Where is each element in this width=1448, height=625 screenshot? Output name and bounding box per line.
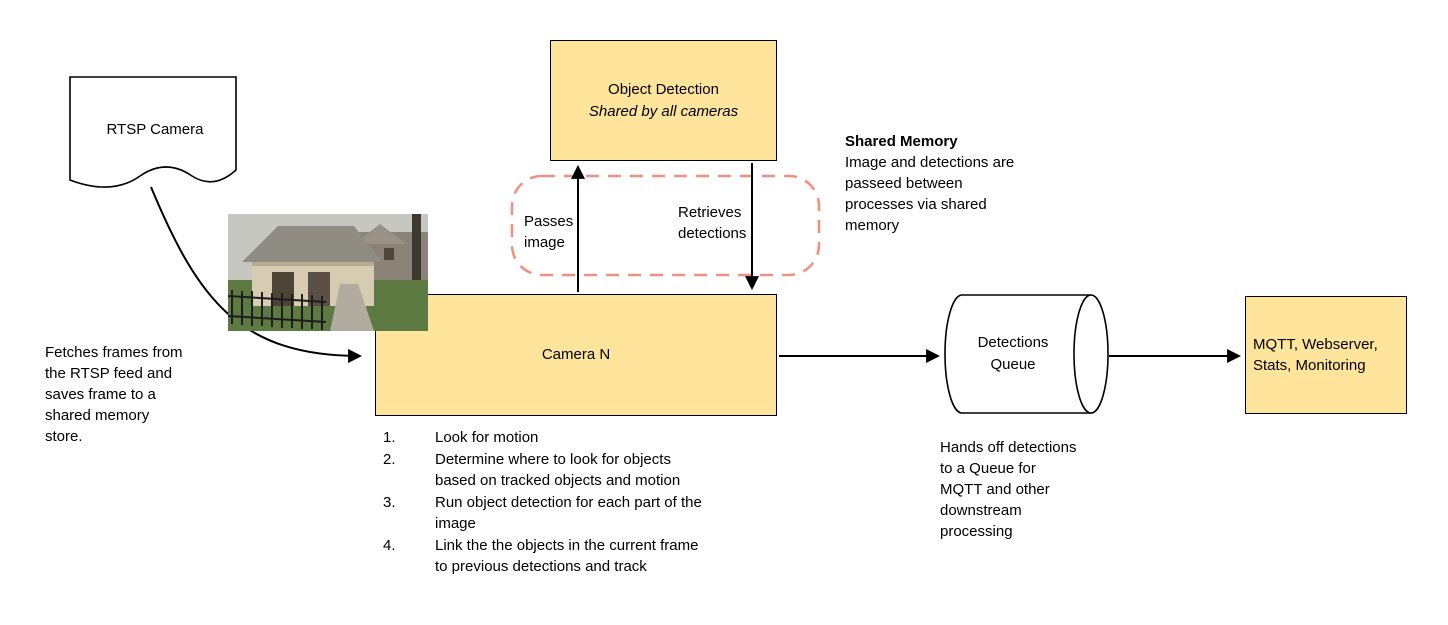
passes-image-label: Passes image <box>524 213 574 251</box>
outputs-label: MQTT, Webserver, Stats, Monitoring <box>1253 336 1378 374</box>
retrieves-detections-label: Retrieves detections <box>678 204 747 242</box>
camera-step: Link the the objects in the current fram… <box>383 535 699 576</box>
camera-n-box: Camera N <box>375 294 777 416</box>
shared-memory-note-body: Image and detections are passeed between… <box>845 154 1015 234</box>
shared-memory-note: Shared Memory Image and detections are p… <box>845 131 1027 236</box>
detections-queue-label: Detections Queue <box>977 334 1049 373</box>
camera-steps-list: Look for motion Determine where to look … <box>383 427 707 578</box>
detections-queue-shape <box>944 294 1109 414</box>
object-detection-subtitle: Shared by all cameras <box>588 102 739 120</box>
shared-memory-boundary <box>510 174 821 277</box>
rtsp-fetch-note: Fetches frames from the RTSP feed and sa… <box>45 344 183 445</box>
shared-memory-note-title: Shared Memory <box>845 133 958 150</box>
camera-step: Look for motion <box>383 427 539 448</box>
camera-step: Determine where to look for objects base… <box>383 449 681 490</box>
object-detection-title: Object Detection <box>608 80 719 98</box>
camera-step: Run object detection for each part of th… <box>383 492 702 533</box>
outputs-box: MQTT, Webserver, Stats, Monitoring <box>1245 296 1407 414</box>
rtsp-camera-shape <box>69 76 237 188</box>
rtsp-camera-label: RTSP Camera <box>106 121 204 138</box>
camera-snapshot-image <box>227 214 428 331</box>
object-detection-box: Object Detection Shared by all cameras <box>550 40 777 161</box>
camera-n-label: Camera N <box>541 346 611 363</box>
camera-snapshot-scene <box>227 214 428 331</box>
detections-queue-note: Hands off detections to a Queue for MQTT… <box>940 439 1077 540</box>
